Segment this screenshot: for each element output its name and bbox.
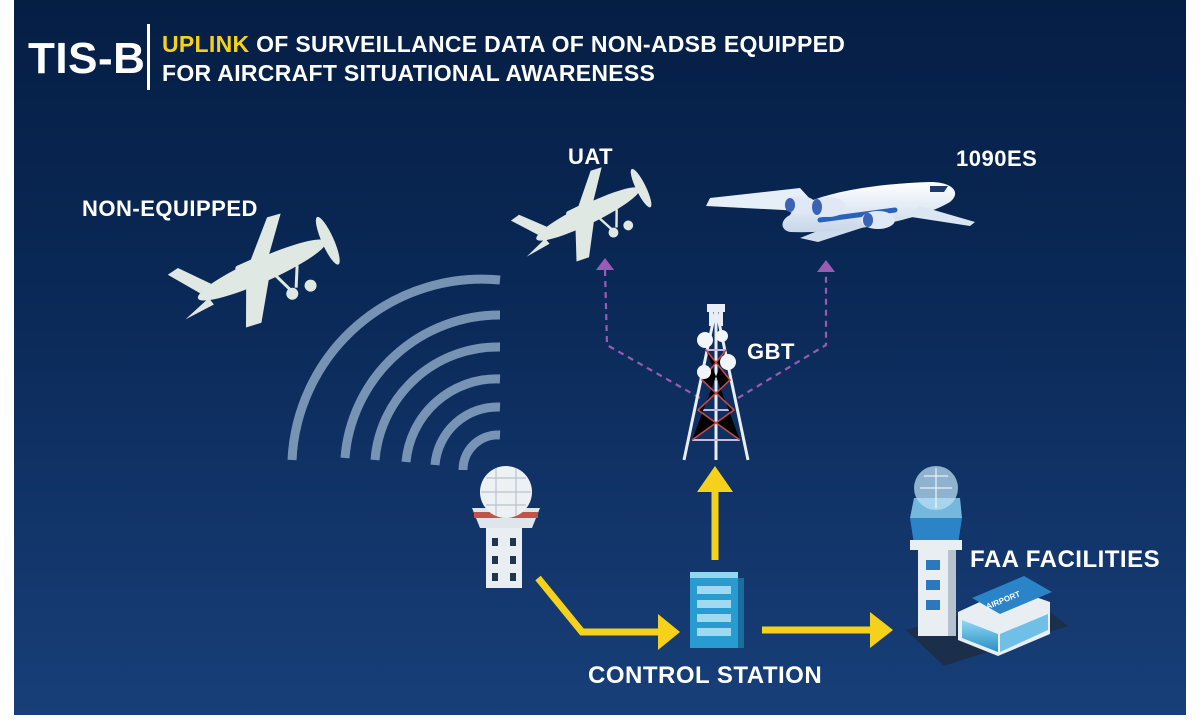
subtitle-line-1: UPLINK OF SURVEILLANCE DATA OF NON-ADSB …: [162, 30, 845, 59]
label-uat: UAT: [568, 144, 614, 169]
radar-to-control-arrowhead: [658, 614, 680, 650]
subtitle-line-1-rest: OF SURVEILLANCE DATA OF NON-ADSB EQUIPPE…: [249, 31, 846, 57]
radar-dome-tower-icon: [472, 466, 540, 588]
control-to-gbt-arrowhead: [697, 466, 733, 492]
jet-airliner-icon: [706, 182, 975, 242]
subtitle-highlight: UPLINK: [162, 31, 250, 57]
gbt-tower-icon: [682, 304, 750, 461]
radar-signal-waves-icon: [287, 274, 501, 471]
page-title: TIS-B: [28, 34, 146, 83]
faa-facilities-icon: AIRPORT: [906, 466, 1068, 666]
subtitle-line-2: FOR AIRCRAFT SITUATIONAL AWARENESS: [162, 60, 656, 86]
label-1090es: 1090ES: [956, 146, 1038, 171]
label-non-equipped: NON-EQUIPPED: [82, 196, 258, 221]
label-gbt: GBT: [747, 339, 795, 364]
radar-to-control-arrow: [535, 575, 662, 636]
page-subtitle: UPLINK OF SURVEILLANCE DATA OF NON-ADSB …: [162, 30, 845, 88]
uplink-arrowhead-uat: [596, 258, 614, 270]
uplink-path-uat: [603, 269, 701, 399]
label-control-station: CONTROL STATION: [588, 662, 823, 689]
title-divider: [147, 24, 150, 90]
uplink-path-1090es: [737, 272, 828, 399]
control-station-building-icon: [690, 572, 744, 648]
control-to-faa-arrowhead: [870, 612, 893, 648]
uat-aircraft-icon: [503, 150, 664, 283]
label-faa-facilities: FAA FACILITIES: [970, 546, 1161, 573]
uplink-arrowhead-1090es: [817, 260, 835, 272]
